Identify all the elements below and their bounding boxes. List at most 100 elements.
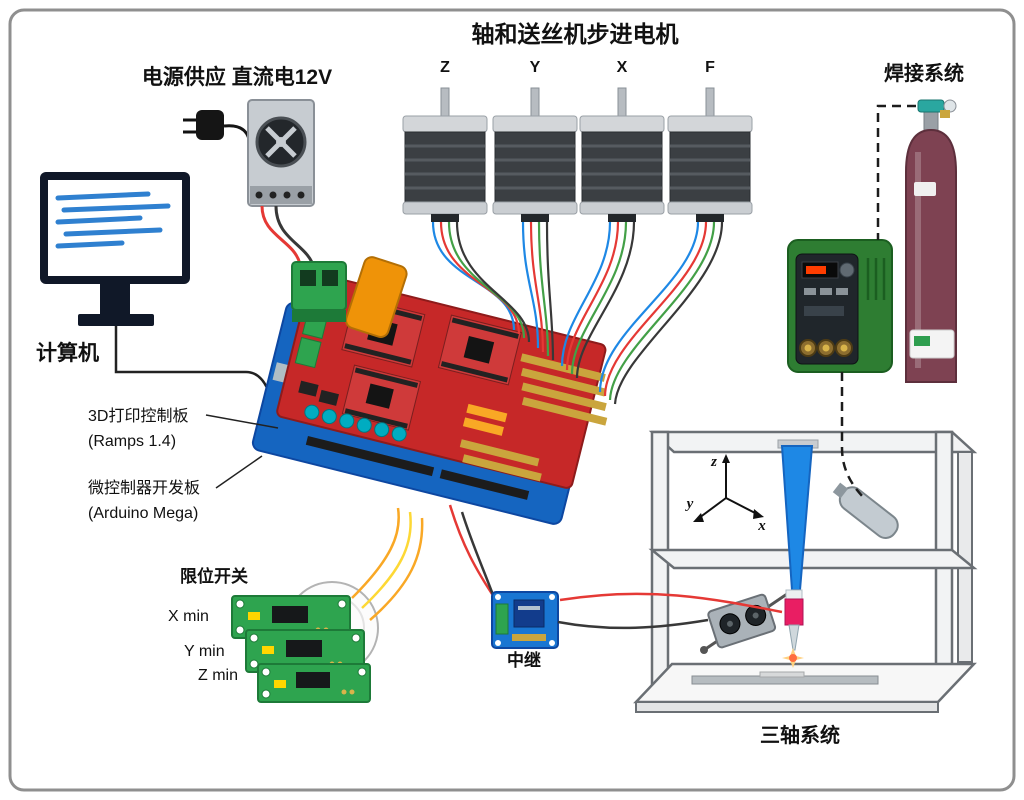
gold-pin-rows bbox=[459, 353, 608, 482]
wire-z-black bbox=[455, 221, 531, 343]
wire-z-red bbox=[439, 221, 521, 335]
welder-label-plate bbox=[804, 306, 844, 316]
gas-hose-dashed bbox=[876, 104, 916, 240]
mount-hole bbox=[549, 594, 555, 600]
driver-chip bbox=[463, 335, 495, 364]
motor-bottom-flange bbox=[579, 201, 665, 215]
wire-y-green bbox=[537, 221, 550, 357]
regulator-fitting bbox=[940, 110, 950, 118]
limit-wire-orange bbox=[351, 507, 400, 599]
mount-hole bbox=[549, 640, 555, 646]
motor-top-flange bbox=[402, 115, 488, 133]
mount-hole bbox=[235, 599, 245, 609]
wire-x-red bbox=[565, 221, 620, 371]
wire-f-blue bbox=[598, 221, 700, 393]
limit-switch-pcb-x bbox=[231, 595, 351, 639]
pin-header bbox=[466, 403, 508, 423]
motor-shaft bbox=[705, 87, 715, 119]
wire-f-black bbox=[613, 221, 724, 405]
torch-cable-dashed bbox=[840, 372, 867, 501]
wire-x-black bbox=[575, 221, 636, 379]
label-axis-x: x bbox=[757, 518, 766, 534]
mount-hole bbox=[249, 659, 259, 669]
computer-monitor bbox=[40, 172, 272, 397]
torch-signal-wire-red bbox=[559, 592, 783, 614]
switch-body bbox=[272, 606, 308, 623]
gas-cylinder bbox=[905, 99, 957, 383]
label-axis-y: y bbox=[685, 496, 694, 512]
pcb-jumper bbox=[262, 646, 274, 654]
label-relay: 中继 bbox=[507, 650, 541, 670]
stepper-motor-y bbox=[492, 87, 578, 222]
motor-body bbox=[494, 131, 576, 203]
label-ramps-line1: 3D打印控制板 bbox=[88, 407, 188, 425]
motor-connector bbox=[521, 214, 549, 222]
label-motor-z: Z bbox=[440, 59, 450, 76]
label-power-supply: 电源供应 直流电12V bbox=[142, 65, 332, 89]
knob-center bbox=[752, 612, 759, 619]
motor-shaft bbox=[440, 87, 450, 119]
limit-wire-orange bbox=[369, 517, 424, 621]
three-axis-frame bbox=[633, 430, 978, 713]
limit-switch-wires bbox=[351, 507, 424, 621]
psu-terminal-strip bbox=[250, 186, 312, 204]
label-computer: 计算机 bbox=[36, 341, 99, 365]
limit-switch-pcb-z bbox=[257, 663, 371, 703]
monitor-stand-neck bbox=[100, 284, 130, 314]
weld-arc-glow bbox=[789, 654, 797, 662]
wire-f-red bbox=[603, 221, 708, 397]
motor-wire-bundles bbox=[431, 221, 724, 405]
motor-connector bbox=[696, 214, 724, 222]
motor-top-flange bbox=[579, 115, 665, 133]
welder-button bbox=[836, 288, 848, 295]
motor-body bbox=[404, 131, 486, 203]
terminal-hole bbox=[300, 270, 316, 286]
welder-vents bbox=[866, 258, 886, 300]
motor-body bbox=[581, 131, 663, 203]
mount-hole bbox=[351, 633, 361, 643]
frame-table-edge bbox=[635, 701, 939, 713]
fan-hub bbox=[276, 137, 286, 147]
knob-center bbox=[726, 620, 733, 627]
pin-header bbox=[462, 417, 504, 436]
welder-button bbox=[820, 288, 832, 295]
motor-top-flange bbox=[492, 115, 578, 133]
stepper-motor-z bbox=[402, 87, 488, 222]
motor-ribs bbox=[670, 144, 750, 190]
label-limit-x: X min bbox=[168, 608, 209, 625]
leader-line-arduino bbox=[215, 455, 263, 489]
label-ramps-line2: (Ramps 1.4) bbox=[88, 433, 176, 450]
motor-ribs bbox=[495, 144, 575, 190]
cylinder-label-small bbox=[914, 182, 936, 196]
mount-hole bbox=[495, 594, 501, 600]
wire-y-black bbox=[545, 221, 555, 361]
relay-wire-red bbox=[448, 504, 498, 601]
label-motor-y: Y bbox=[530, 59, 541, 76]
connector-pin bbox=[822, 344, 830, 352]
power-plug-icon bbox=[196, 110, 224, 140]
welder-button bbox=[804, 288, 816, 295]
axis-x-arrowhead bbox=[753, 509, 764, 519]
mount-hole bbox=[357, 667, 367, 677]
mount-hole bbox=[249, 633, 259, 643]
psu-terminal bbox=[283, 191, 291, 199]
monitor-stand-base bbox=[78, 314, 154, 326]
orange-bracket bbox=[345, 256, 408, 338]
label-welding-system: 焊接系统 bbox=[884, 61, 964, 85]
torch-tip bbox=[788, 624, 800, 651]
solder-pad bbox=[349, 689, 355, 695]
power-supply-unit bbox=[183, 99, 316, 269]
stepper-motor-x bbox=[579, 87, 665, 222]
wire-f-green bbox=[608, 221, 716, 401]
mount-hole bbox=[261, 667, 271, 677]
motor-bottom-flange bbox=[492, 201, 578, 215]
motor-shaft bbox=[617, 87, 627, 119]
motor-bottom-flange bbox=[667, 201, 753, 215]
solder-pad bbox=[341, 689, 347, 695]
stepper-driver bbox=[437, 314, 522, 386]
relay-pins bbox=[512, 634, 546, 641]
mosfet bbox=[298, 380, 319, 397]
switch-body bbox=[286, 640, 322, 657]
psu-terminal bbox=[269, 191, 277, 199]
